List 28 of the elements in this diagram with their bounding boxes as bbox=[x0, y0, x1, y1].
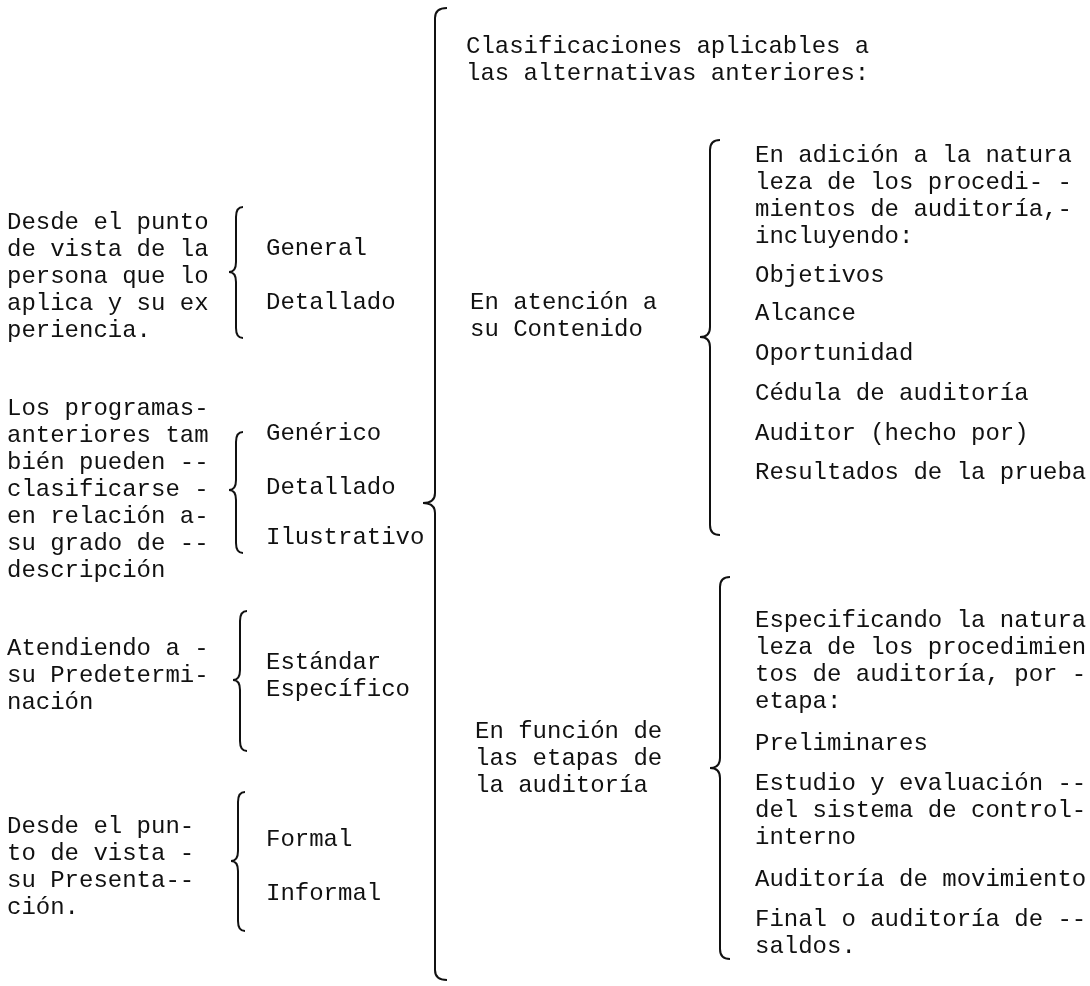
criterion-text: Los programas- anteriores tam bién pueden -- clasificarse - en relación a- su grado de -- descripción bbox=[7, 395, 210, 584]
description-text: En adición a la natura leza de los procedi- - mientos de auditoría,- incluyendo: bbox=[755, 142, 1073, 250]
list-item: Resultados de la prueba bbox=[755, 459, 1088, 486]
criterion-text: En atención a su Contenido bbox=[470, 289, 659, 343]
heading-text: Clasificaciones aplicables a las alternativas anteriores: bbox=[466, 33, 871, 87]
list-item: Cédula de auditoría bbox=[755, 380, 1030, 407]
category-text: Genérico bbox=[266, 420, 383, 447]
list-item: Estudio y evaluación -- del sistema de control- interno bbox=[755, 770, 1088, 851]
category-text: Detallado bbox=[266, 289, 397, 316]
list-item: Preliminares bbox=[755, 730, 929, 757]
list-item: Final o auditoría de -- saldos. bbox=[755, 906, 1088, 960]
category-text: General bbox=[266, 235, 368, 262]
category-text: Informal bbox=[266, 880, 383, 907]
description-text: Especificando la natura leza de los procedimien tos de auditoría, por - etapa: bbox=[755, 607, 1088, 715]
criterion-text: En función de las etapas de la auditoría bbox=[475, 718, 664, 799]
list-item: Objetivos bbox=[755, 262, 886, 289]
category-text: Formal bbox=[266, 826, 354, 853]
list-item: Oportunidad bbox=[755, 340, 915, 367]
list-item: Auditor (hecho por) bbox=[755, 420, 1030, 447]
category-text: Específico bbox=[266, 676, 412, 703]
criterion-text: Desde el pun- to de vista - su Presenta-- ción. bbox=[7, 813, 196, 921]
category-text: Estándar bbox=[266, 649, 383, 676]
category-text: Ilustrativo bbox=[266, 524, 426, 551]
list-item: Alcance bbox=[755, 300, 857, 327]
list-item: Auditoría de movimiento bbox=[755, 866, 1088, 893]
criterion-text: Desde el punto de vista de la persona que lo aplica y su ex periencia. bbox=[7, 209, 210, 344]
category-text: Detallado bbox=[266, 474, 397, 501]
criterion-text: Atendiendo a - su Predetermi- nación bbox=[7, 635, 210, 716]
